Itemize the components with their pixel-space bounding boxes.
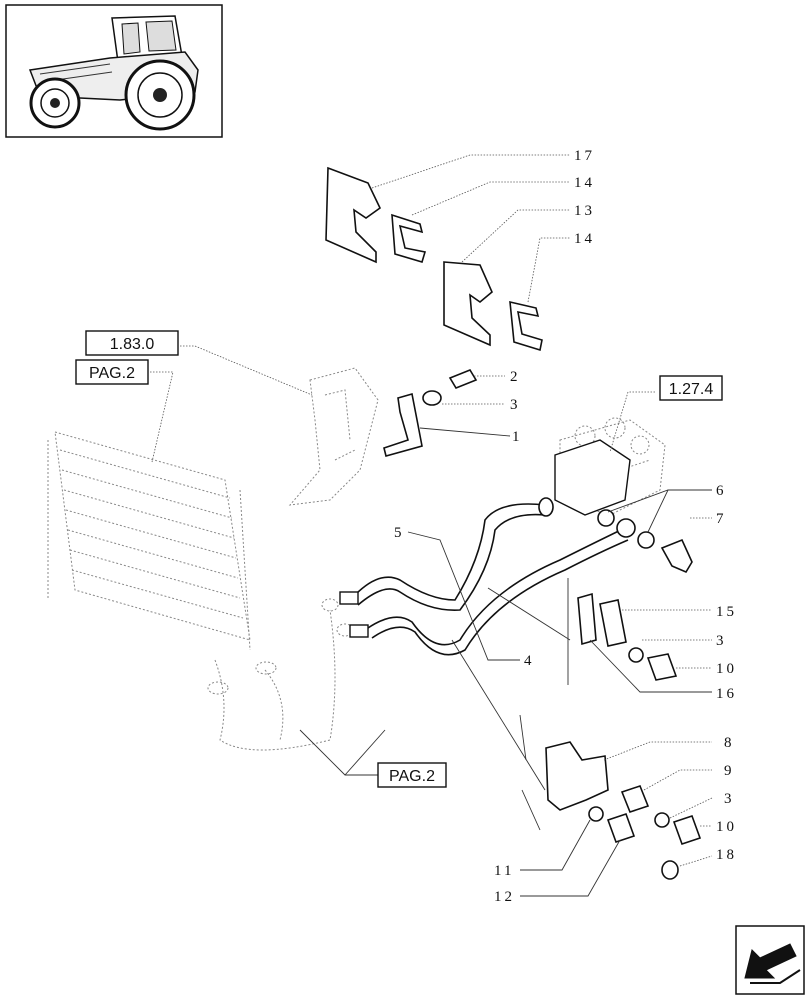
ref-box-pag2-top[interactable]: PAG.2 <box>75 359 149 385</box>
previous-page-arrow-icon[interactable] <box>735 925 805 995</box>
washer-3a-part <box>422 390 442 406</box>
washer-6a-part <box>597 509 615 527</box>
tractor-thumbnail-icon[interactable] <box>5 4 223 138</box>
callout-6: 6 <box>716 483 727 499</box>
callout-3a: 3 <box>510 397 521 413</box>
bracket-1-part <box>383 392 423 457</box>
callout-3c: 3 <box>724 791 735 807</box>
oil-cooler-ghost <box>47 431 354 751</box>
clip-14b-part <box>509 300 543 352</box>
clamp-16-part <box>577 592 597 646</box>
callout-2: 2 <box>510 369 521 385</box>
washer-6b-part <box>637 531 655 549</box>
clamp-9-part <box>620 785 650 813</box>
screw-7-part <box>660 538 693 574</box>
callout-numbers: 17 14 13 14 2 3 1 6 7 5 15 3 4 10 16 8 9… <box>394 148 737 905</box>
callout-1: 1 <box>512 429 523 445</box>
callout-10b: 10 <box>716 819 737 835</box>
washer-3c-part <box>654 812 670 828</box>
ref-box-1-27-4[interactable]: 1.27.4 <box>659 375 723 401</box>
callout-3b: 3 <box>716 633 727 649</box>
support-bracket-ghost <box>288 367 379 506</box>
ref-label-1-27-4: 1.27.4 <box>669 381 714 398</box>
callout-12: 12 <box>494 889 515 905</box>
leader-lines <box>150 154 713 897</box>
callout-17: 17 <box>574 148 595 164</box>
ref-label-1-83-0: 1.83.0 <box>110 336 155 353</box>
callout-18: 18 <box>716 847 737 863</box>
hydraulic-pipes <box>339 497 636 656</box>
ref-box-pag2-bottom[interactable]: PAG.2 <box>377 762 447 788</box>
valve-body-part <box>554 439 631 516</box>
callout-15: 15 <box>716 604 737 620</box>
washer-3b-part <box>628 647 644 663</box>
clip-14a-part <box>391 213 427 263</box>
screw-10b-part <box>672 814 702 846</box>
callout-5: 5 <box>394 525 405 541</box>
screw-10a-part <box>646 653 678 681</box>
callout-8: 8 <box>724 735 735 751</box>
ref-label-pag2-top: PAG.2 <box>89 365 135 382</box>
callout-7: 7 <box>716 511 727 527</box>
bracket-8-part <box>545 741 609 811</box>
bracket-13-part <box>443 261 493 347</box>
callout-4: 4 <box>524 653 535 669</box>
callout-16: 16 <box>716 686 737 702</box>
ref-box-1-83-0[interactable]: 1.83.0 <box>85 330 179 356</box>
washer-11-part <box>588 806 604 822</box>
callout-10a: 10 <box>716 661 737 677</box>
callout-11: 11 <box>494 863 514 879</box>
screw-2-part <box>448 369 478 389</box>
screw-12-part <box>606 812 636 844</box>
callout-13: 13 <box>574 203 595 219</box>
callout-9: 9 <box>724 763 735 779</box>
callout-14b: 14 <box>574 231 595 247</box>
nut-18-part <box>661 860 679 880</box>
ref-label-pag2-bottom: PAG.2 <box>389 768 435 785</box>
bracket-17-part <box>325 166 382 264</box>
callout-14a: 14 <box>574 175 595 191</box>
clamp-15-part <box>599 599 627 647</box>
